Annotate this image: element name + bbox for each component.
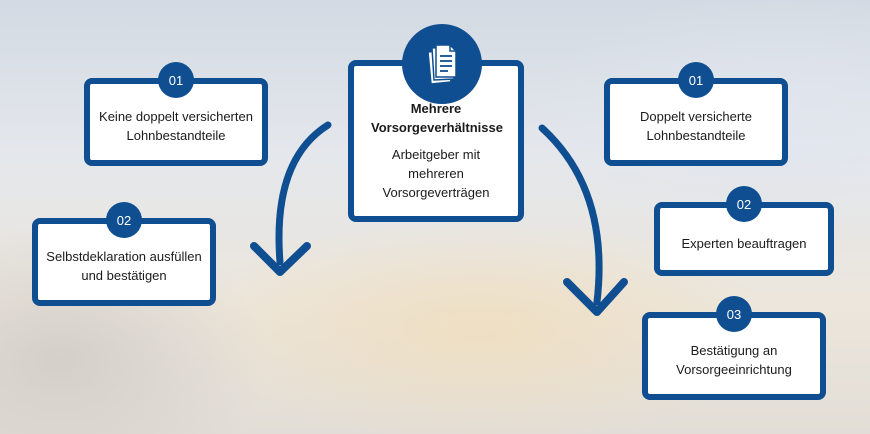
step-number-badge: 02: [106, 202, 142, 238]
right-step-card-2: 02 Experten beauftragen: [654, 186, 834, 276]
center-subtitle: Arbeitgeber mit mehreren Vorsorgeverträg…: [382, 146, 490, 200]
step-number-badge: 01: [158, 62, 194, 98]
left-arrowhead: [250, 242, 311, 276]
step-text: Experten beauftragen: [681, 235, 807, 251]
right-branch-arrow: [538, 124, 603, 306]
right-step-card-1: 01 Doppelt versicherte Lohnbestandteile: [604, 62, 788, 166]
step-number-badge: 03: [716, 296, 752, 332]
step-text: Doppelt versicherte Lohnbestandteile: [640, 109, 752, 143]
documents-icon: [402, 24, 482, 104]
left-step-card-2: 02 Selbstdeklaration ausfüllen und bestä…: [32, 202, 216, 306]
center-title: Mehrere Vorsorgeverhältnisse: [371, 100, 503, 135]
step-number-badge: 02: [726, 186, 762, 222]
left-step-card-1: 01 Keine doppelt versicherten Lohnbestan…: [84, 62, 268, 166]
step-text: Keine doppelt versicherten Lohnbestandte…: [99, 109, 253, 143]
right-step-card-3: 03 Bestätigung an Vorsorgeeinrichtung: [642, 296, 826, 400]
right-arrowhead: [563, 278, 628, 316]
step-number-badge: 01: [678, 62, 714, 98]
left-branch-arrow: [275, 121, 332, 266]
step-text: Bestätigung an Vorsorgeeinrichtung: [676, 343, 792, 377]
step-text: Selbstdeklaration ausfüllen und bestätig…: [46, 249, 202, 283]
